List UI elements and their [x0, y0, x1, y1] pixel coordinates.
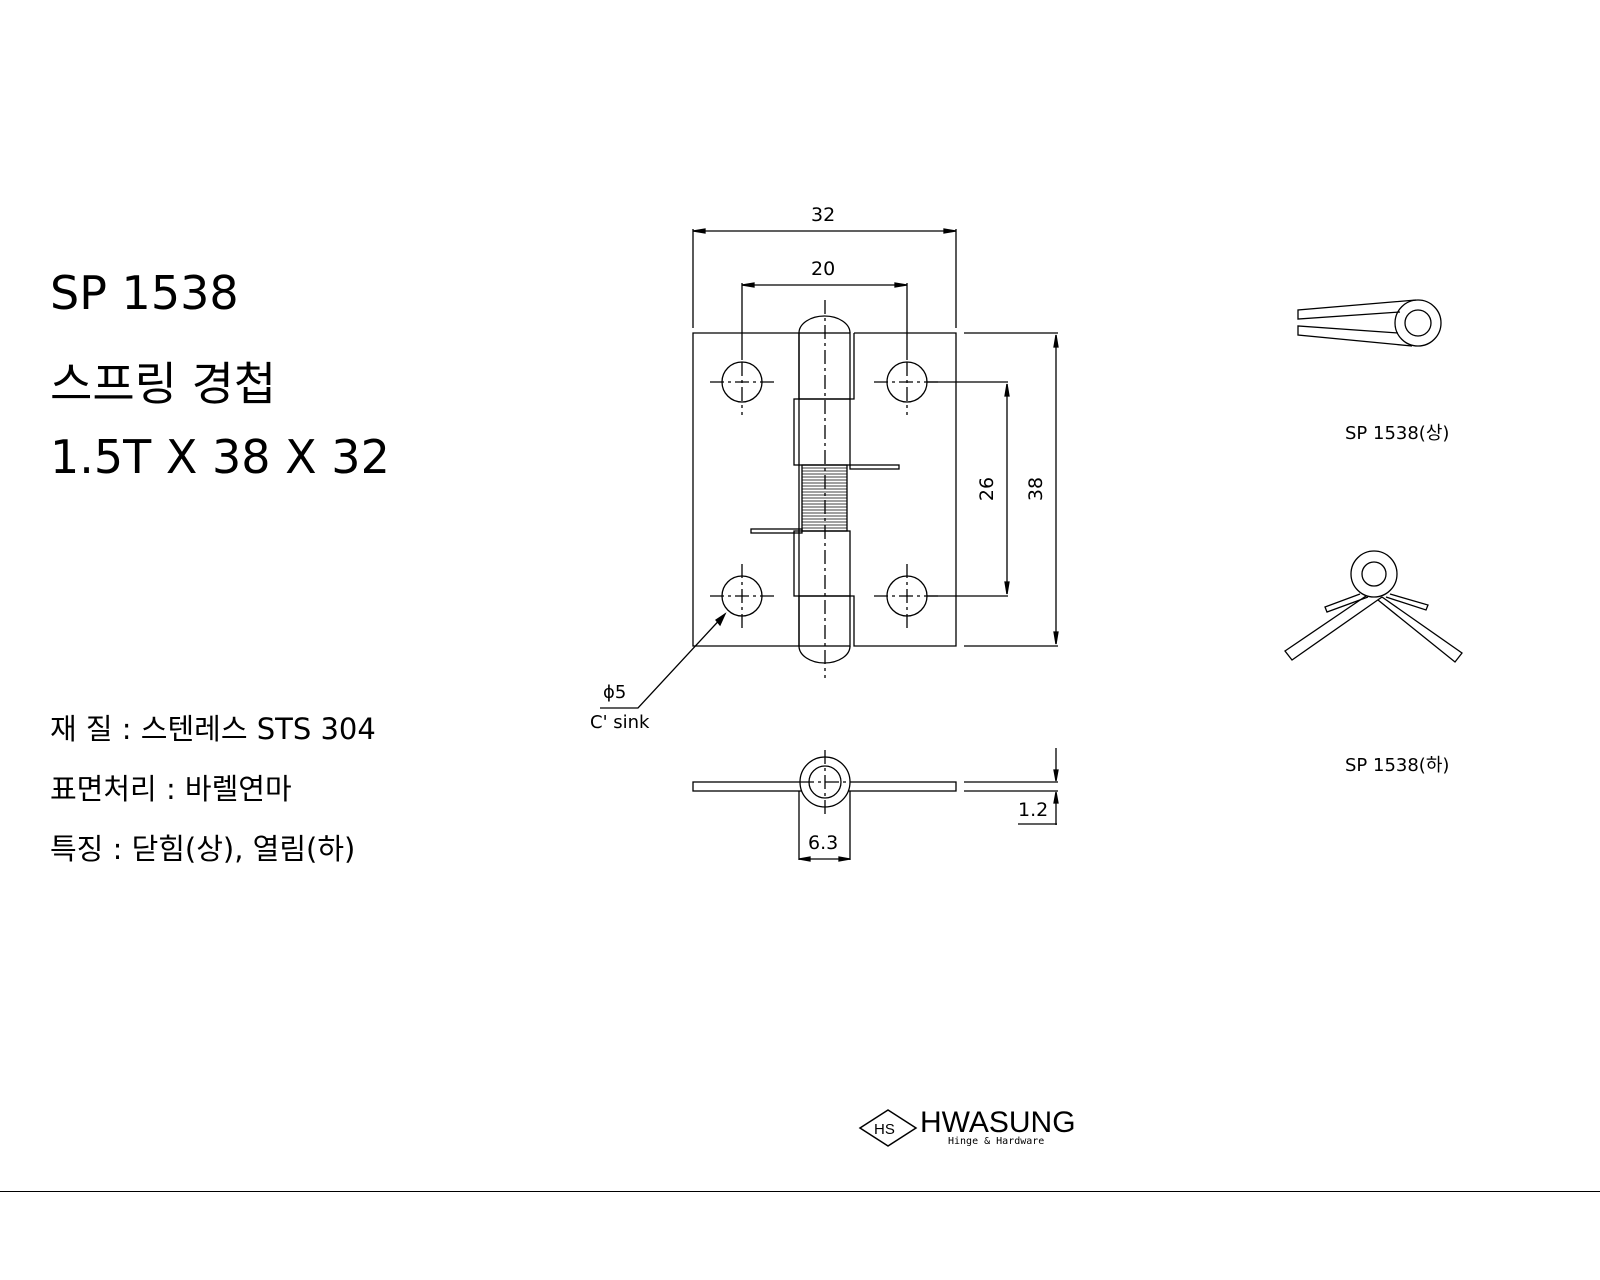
spec-material: 재 질 : 스텐레스 STS 304 — [50, 712, 376, 746]
spec-feature: 특징 : 닫힘(상), 열림(하) — [50, 832, 356, 866]
screw-holes — [710, 361, 939, 629]
dim-hole-diameter: ϕ5 — [603, 682, 627, 703]
hinge-side-view — [692, 748, 1059, 862]
spec-finish: 표면처리 : 바렐연마 — [50, 772, 292, 806]
dim-hole-spacing-y: 26 — [976, 476, 999, 502]
logo-mark: HS — [858, 1109, 918, 1147]
hinge-front-view — [600, 228, 1059, 709]
dim-hole-spacing-x: 20 — [811, 258, 836, 280]
model-number: SP 1538 — [50, 266, 239, 320]
closed-position-view — [1297, 299, 1442, 347]
dim-overall-height: 38 — [1025, 476, 1048, 502]
open-position-view — [1284, 550, 1463, 663]
dim-knuckle-diameter: 6.3 — [808, 832, 839, 854]
border-line — [0, 1191, 1600, 1192]
closed-view-label: SP 1538(상) — [1345, 423, 1450, 444]
hole-note: C' sink — [590, 712, 650, 733]
product-size: 1.5T X 38 X 32 — [50, 430, 390, 484]
svg-text:HS: HS — [874, 1121, 895, 1138]
dim-thickness: 1.2 — [1018, 799, 1049, 821]
product-name: 스프링 경첩 — [50, 357, 277, 411]
open-view-label: SP 1538(하) — [1345, 755, 1450, 776]
logo-name: HWASUNG — [920, 1106, 1076, 1139]
logo-tagline: Hinge & Hardware — [948, 1136, 1045, 1147]
dim-overall-width: 32 — [811, 204, 836, 226]
